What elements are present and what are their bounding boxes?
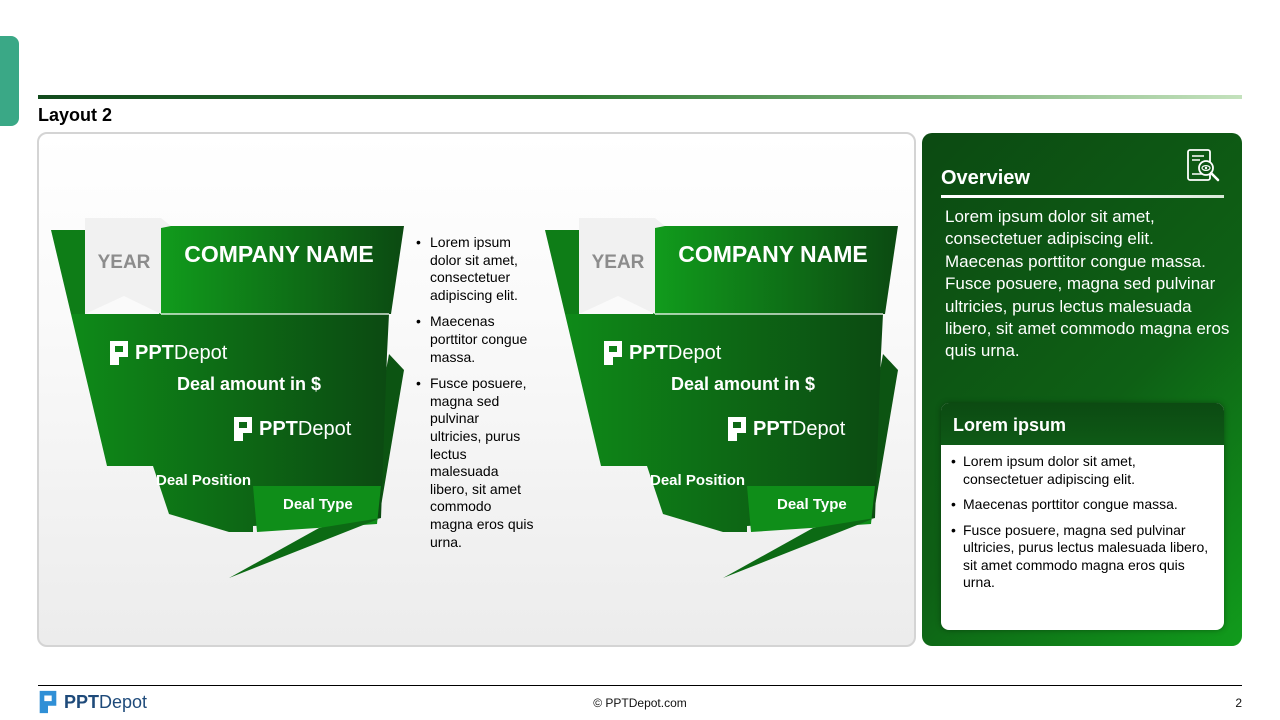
ppt-logo-icon <box>234 417 252 441</box>
deal-position: Deal Position <box>650 472 746 489</box>
deal-amount: Deal amount in $ <box>670 374 816 394</box>
overview-panel: Overview Lorem ipsum dolor sit amet, con… <box>922 133 1242 646</box>
card-bullet-list: Lorem ipsum dolor sit amet, consectetuer… <box>941 445 1224 592</box>
year-label: YEAR <box>591 252 645 273</box>
deal-position: Deal Position <box>156 472 252 489</box>
deal-card-shape <box>545 218 898 578</box>
year-label: YEAR <box>97 252 151 273</box>
middle-bullet-list: Lorem ipsum dolor sit amet, consectetuer… <box>416 234 534 560</box>
deal-type: Deal Type <box>777 496 847 513</box>
ppt-logo-icon <box>110 341 128 365</box>
list-item: Lorem ipsum dolor sit amet, consectetuer… <box>416 234 534 304</box>
list-item: Maecenas porttitor congue massa. <box>951 496 1214 514</box>
list-item: Fusce posuere, magna sed pulvinar ultric… <box>951 522 1214 592</box>
overview-title: Overview <box>941 167 1030 189</box>
document-search-icon <box>1187 149 1220 182</box>
page-title: Layout 2 <box>38 105 113 125</box>
list-item: Maecenas porttitor congue massa. <box>416 313 534 366</box>
card-title: Lorem ipsum <box>941 403 1224 445</box>
page-number: 2 <box>1235 696 1242 710</box>
title-divider <box>38 95 1242 99</box>
deal-card-shape <box>51 218 404 578</box>
lorem-ipsum-card: Lorem ipsum Lorem ipsum dolor sit amet, … <box>941 403 1224 630</box>
ppt-logo-icon <box>39 690 57 714</box>
company-name: COMPANY NAME <box>678 241 868 267</box>
overview-divider <box>941 195 1224 198</box>
company-name: COMPANY NAME <box>184 241 374 267</box>
list-item: Fusce posuere, magna sed pulvinar ultric… <box>416 375 534 551</box>
ppt-logo-icon <box>728 417 746 441</box>
deal-type: Deal Type <box>283 496 353 513</box>
overview-text: Lorem ipsum dolor sit amet, consectetuer… <box>945 207 1230 361</box>
footer-divider <box>38 685 1242 686</box>
copyright-text: © PPTDepot.com <box>593 696 687 710</box>
side-accent-tab <box>0 36 19 126</box>
ppt-logo-icon <box>604 341 622 365</box>
deal-amount: Deal amount in $ <box>176 374 322 394</box>
list-item: Lorem ipsum dolor sit amet, consectetuer… <box>951 453 1214 488</box>
